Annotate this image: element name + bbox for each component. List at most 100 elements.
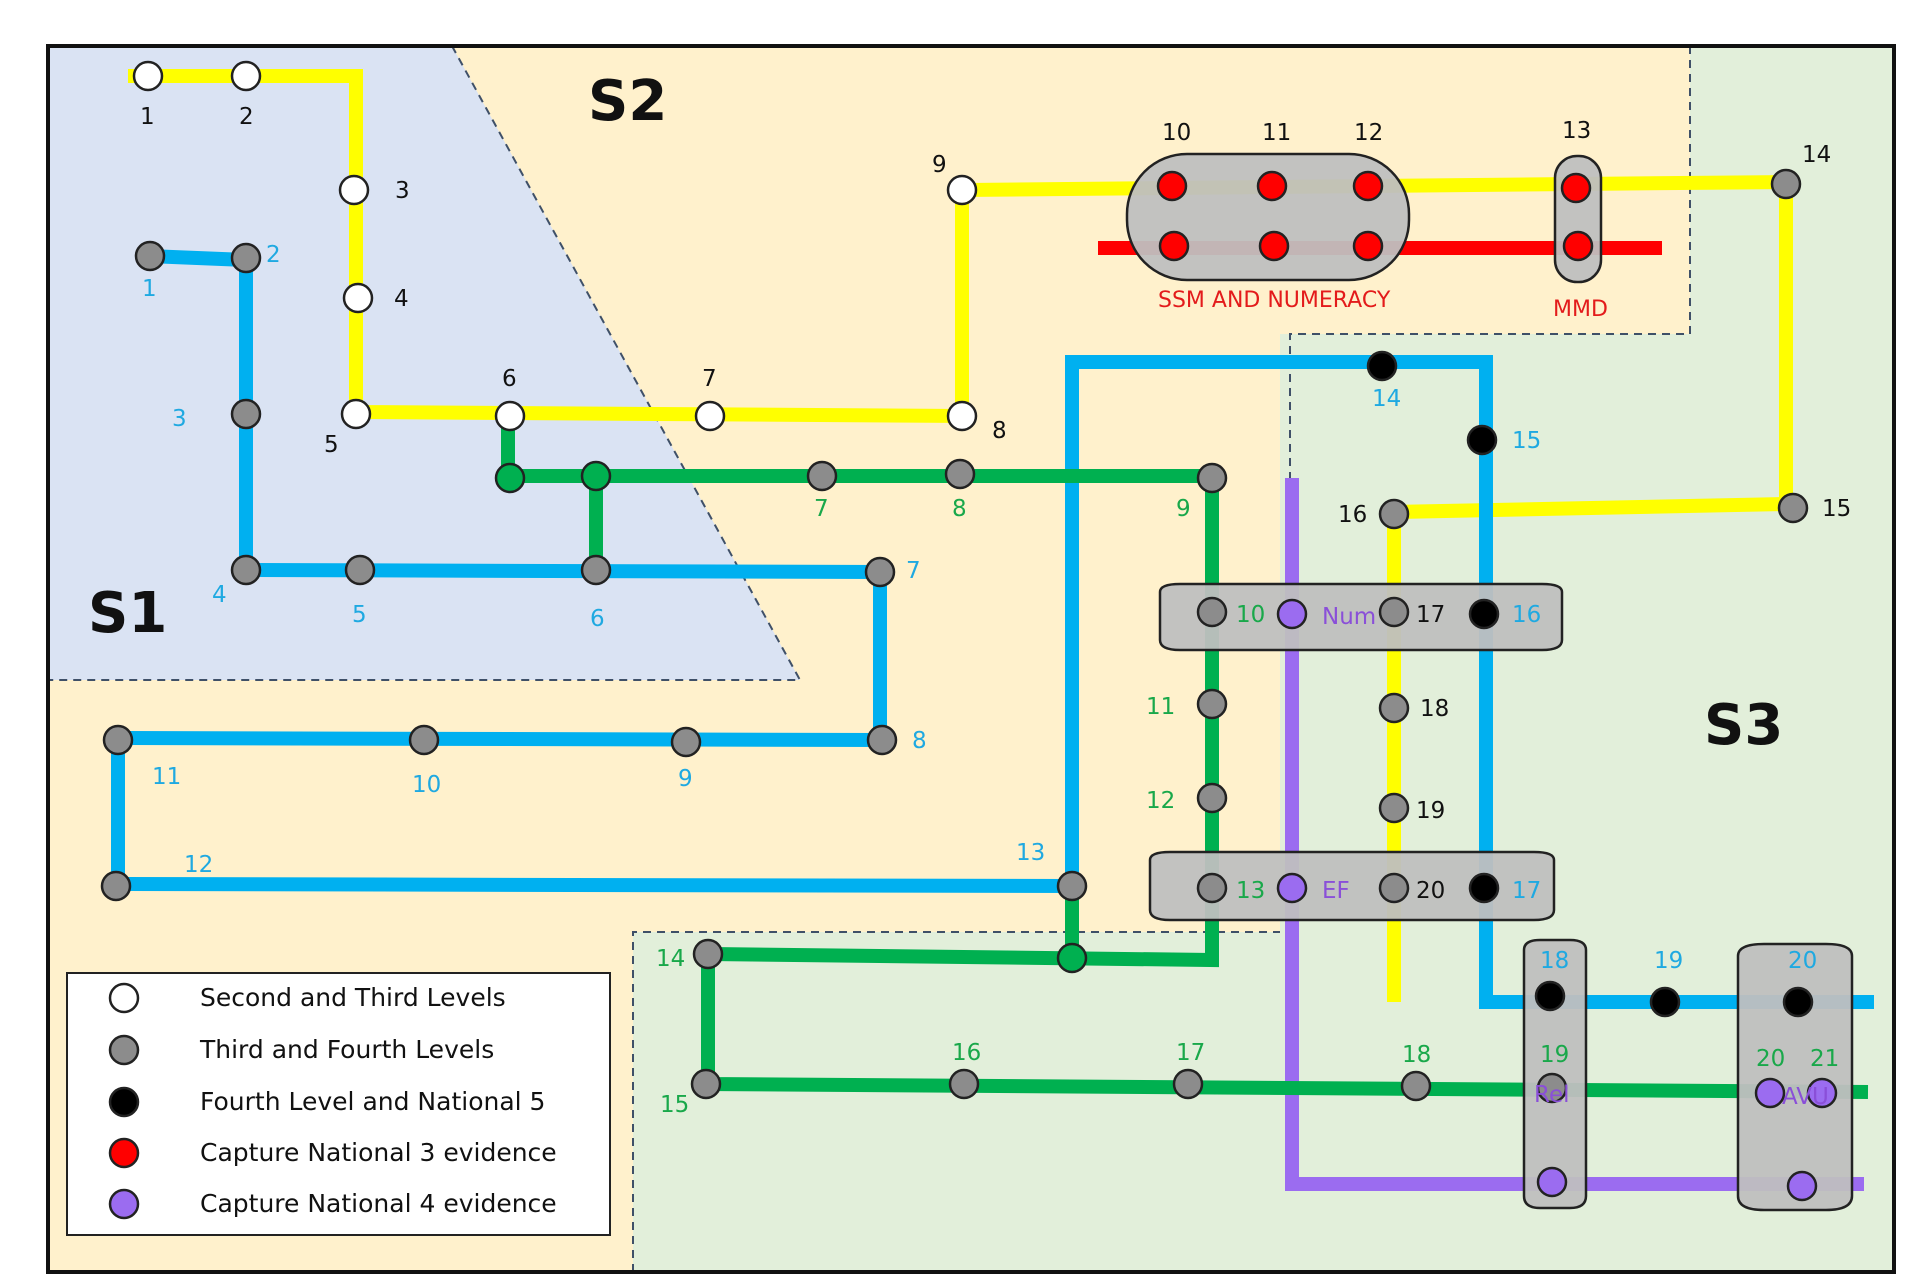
yellow-node <box>494 400 526 432</box>
num-capsule <box>1158 582 1564 652</box>
blue-node <box>670 726 702 758</box>
blue-node <box>102 724 134 756</box>
yellow-node <box>1770 168 1802 200</box>
green-station-label: 15 <box>660 1092 689 1118</box>
blue-node <box>1468 872 1500 904</box>
yellow-node <box>946 400 978 432</box>
green-station-label: 17 <box>1176 1040 1205 1066</box>
ef-capsule <box>1148 850 1556 922</box>
red-node <box>1158 230 1190 262</box>
yellow-node <box>338 174 370 206</box>
green-station-label: 9 <box>1176 496 1191 522</box>
blue-node <box>1534 980 1566 1012</box>
blue-station-label: 14 <box>1372 386 1401 412</box>
blue-node <box>1466 424 1498 456</box>
legend-grey-node-icon <box>108 1034 140 1066</box>
green-node <box>1056 942 1088 974</box>
yellow-station-label: 16 <box>1338 502 1367 528</box>
yellow-station-label: 14 <box>1802 142 1831 168</box>
legend-label: Fourth Level and National 5 <box>200 1087 545 1116</box>
green-station-label: 11 <box>1146 694 1175 720</box>
blue-station-label: 12 <box>184 852 213 878</box>
red-node <box>1256 170 1288 202</box>
green-node <box>1196 462 1228 494</box>
green-station-label: 21 <box>1810 1046 1839 1072</box>
green-node <box>1172 1068 1204 1100</box>
ef-label: EF <box>1322 878 1350 904</box>
legend-red-node-icon <box>108 1137 140 1169</box>
num-label: Num <box>1322 604 1376 630</box>
yellow-station-label: 2 <box>239 104 254 130</box>
zone-borders <box>48 45 1691 1272</box>
green-node <box>806 460 838 492</box>
blue-node <box>1366 350 1398 382</box>
blue-node <box>344 554 376 586</box>
purple-node <box>1536 1166 1568 1198</box>
legend-label: Capture National 3 evidence <box>200 1138 557 1167</box>
yellow-station-label: 18 <box>1420 696 1449 722</box>
yellow-station-label: 1 <box>140 104 155 130</box>
blue-node <box>1056 870 1088 902</box>
blue-node <box>230 554 262 586</box>
blue-station-label: 20 <box>1788 948 1817 974</box>
purple-node <box>1806 1077 1838 1109</box>
avu-label: AVU <box>1782 1084 1829 1110</box>
blue-node <box>230 242 262 274</box>
green-node <box>948 1068 980 1100</box>
blue-station-label: 7 <box>906 558 921 584</box>
yellow-node <box>1378 498 1410 530</box>
blue-station-label: 3 <box>172 406 187 432</box>
blue-node <box>100 870 132 902</box>
green-node <box>1196 596 1228 628</box>
purple-node <box>1276 598 1308 630</box>
yellow-station-label: 19 <box>1416 798 1445 824</box>
blue-node <box>580 554 612 586</box>
green-node <box>690 1068 722 1100</box>
yellow-node <box>342 282 374 314</box>
blue-station-label: 8 <box>912 728 927 754</box>
blue-station-label: 13 <box>1016 840 1045 866</box>
red-node <box>1352 230 1384 262</box>
zone-s3-label: S3 <box>1704 693 1783 758</box>
yellow-station-label: 20 <box>1416 878 1445 904</box>
blue-station-label: 6 <box>590 606 605 632</box>
green-node <box>1196 782 1228 814</box>
blue-node <box>866 724 898 756</box>
blue-station-label: 4 <box>212 582 227 608</box>
blue-node <box>864 556 896 588</box>
legend-purple-node-icon <box>108 1188 140 1220</box>
green-station-label: 16 <box>952 1040 981 1066</box>
yellow-station-label: 13 <box>1562 118 1591 144</box>
zone-s2-label: S2 <box>588 69 667 134</box>
rel-label: Rel <box>1534 1082 1570 1108</box>
yellow-station-label: 6 <box>502 366 517 392</box>
legend-box <box>66 972 611 1236</box>
green-node <box>494 462 526 494</box>
yellow-node <box>1378 596 1410 628</box>
diagram-frame <box>46 44 1896 1274</box>
ssm-numeracy-label: SSM AND NUMERACY <box>1158 288 1391 313</box>
green-node <box>580 460 612 492</box>
zone-s1-background <box>48 46 800 680</box>
green-station-label: 7 <box>814 496 829 522</box>
yellow-node <box>946 174 978 206</box>
yellow-node <box>1378 692 1410 724</box>
blue-station-label: 10 <box>412 772 441 798</box>
yellow-node <box>694 400 726 432</box>
blue-station-label: 5 <box>352 602 367 628</box>
blue-station-label: 18 <box>1540 948 1569 974</box>
blue-node <box>230 398 262 430</box>
legend-white-node-icon <box>108 982 140 1014</box>
blue-station-label: 11 <box>152 764 181 790</box>
blue-node <box>134 240 166 272</box>
yellow-node <box>230 60 262 92</box>
yellow-station-label: 3 <box>395 178 410 204</box>
green-node <box>1400 1070 1432 1102</box>
blue-station-label: 9 <box>678 766 693 792</box>
blue-station-label: 1 <box>142 276 157 302</box>
yellow-node <box>1378 792 1410 824</box>
nodes <box>100 60 1838 1202</box>
yellow-node <box>1777 492 1809 524</box>
